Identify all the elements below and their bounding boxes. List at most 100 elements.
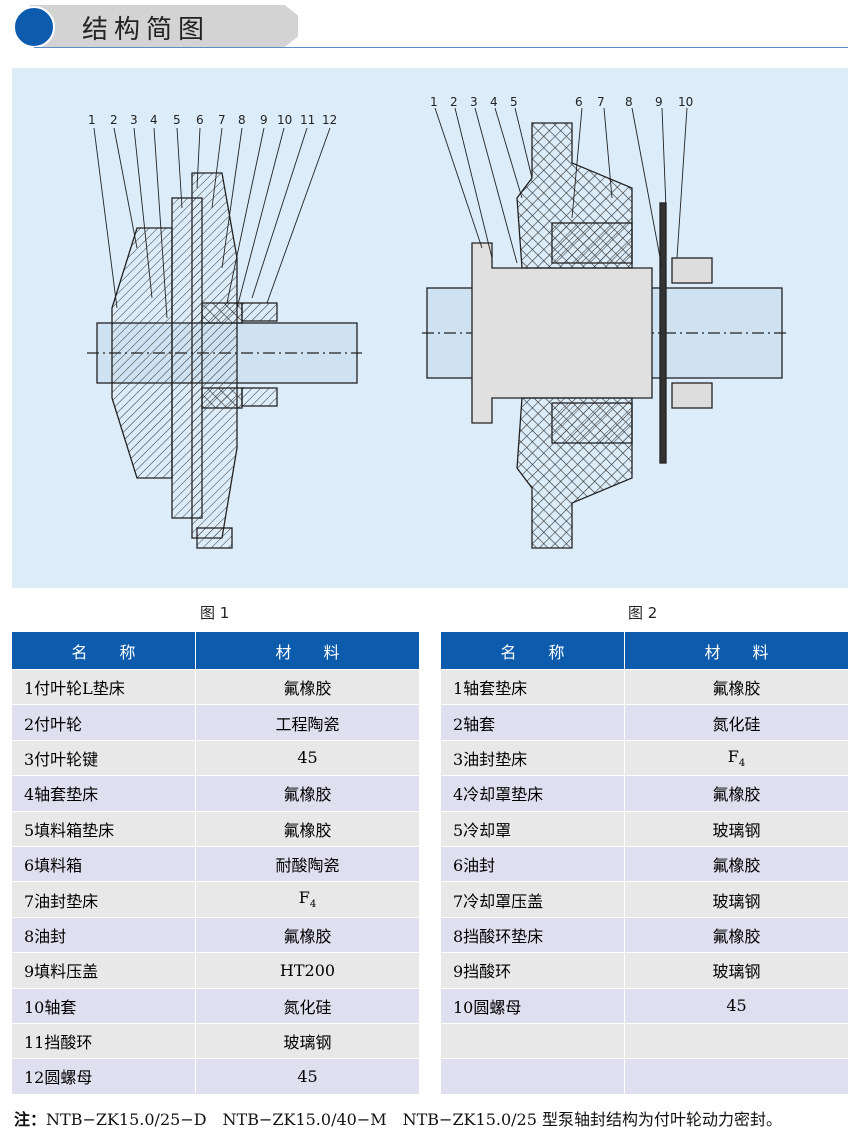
name-cell: 8油封	[12, 916, 196, 953]
column-header-name: 名 称	[12, 632, 196, 670]
material-cell: 玻璃钢	[624, 952, 848, 989]
name-cell: 1轴套垫床	[441, 668, 625, 705]
svg-text:7: 7	[597, 95, 605, 109]
name-cell: 10圆螺母	[441, 987, 625, 1024]
figure2-caption: 图 2	[628, 604, 658, 622]
material-cell: 氮化硅	[624, 704, 848, 741]
section-title: 结构简图	[82, 15, 211, 45]
svg-text:2: 2	[450, 95, 458, 109]
figure2-leader-lines	[434, 107, 688, 269]
name-cell: 11挡酸环	[12, 1022, 196, 1059]
table-row	[441, 1022, 848, 1059]
material-cell: 氟橡胶	[624, 668, 848, 705]
header-band	[30, 5, 298, 47]
material-cell: 玻璃钢	[195, 1022, 419, 1059]
table-row: 10轴套氮化硅	[12, 987, 419, 1024]
name-cell: 3油封垫床	[441, 739, 625, 776]
note-text: NTB−ZK15.0/25−D NTB−ZK15.0/40−M NTB−ZK15…	[46, 1110, 782, 1129]
svg-text:4: 4	[490, 95, 498, 109]
note-prefix: 注：	[14, 1110, 47, 1129]
svg-text:1: 1	[430, 95, 438, 109]
svg-text:9: 9	[260, 113, 268, 127]
svg-text:3: 3	[470, 95, 478, 109]
svg-text:2: 2	[110, 113, 118, 127]
table-row: 2轴套氮化硅	[441, 704, 848, 741]
column-header-material: 材 料	[195, 632, 419, 670]
table-row: 8油封氟橡胶	[12, 916, 419, 953]
table-row: 7冷却罩压盖玻璃钢	[441, 881, 848, 918]
name-cell: 3付叶轮键	[12, 739, 196, 776]
table-row: 9挡酸环玻璃钢	[441, 952, 848, 989]
name-cell: 2付叶轮	[12, 704, 196, 741]
name-cell: 9填料压盖	[12, 952, 196, 989]
material-cell: 耐酸陶瓷	[195, 845, 419, 882]
svg-text:10: 10	[277, 113, 292, 127]
figure2-drawing	[422, 107, 787, 549]
table-row: 11挡酸环玻璃钢	[12, 1022, 419, 1059]
table-row: 5填料箱垫床氟橡胶	[12, 810, 419, 847]
figure1-leader-lines	[93, 127, 331, 319]
svg-text:10: 10	[678, 95, 693, 109]
name-cell: 1付叶轮L垫床	[12, 668, 196, 705]
material-cell: 氟橡胶	[195, 916, 419, 953]
name-cell: 4冷却罩垫床	[441, 775, 625, 812]
table-row: 1轴套垫床氟橡胶	[441, 668, 848, 705]
material-cell: 45	[195, 1058, 419, 1094]
name-cell: 6油封	[441, 845, 625, 882]
name-cell: 7冷却罩压盖	[441, 881, 625, 918]
svg-text:8: 8	[625, 95, 633, 109]
figure1-caption: 图 1	[200, 604, 230, 622]
name-cell: 12圆螺母	[12, 1058, 196, 1094]
name-cell: 8挡酸环垫床	[441, 916, 625, 953]
svg-text:6: 6	[575, 95, 583, 109]
name-cell: 5冷却罩	[441, 810, 625, 847]
table-row: 6油封氟橡胶	[441, 845, 848, 882]
table-row: 1付叶轮L垫床氟橡胶	[12, 668, 419, 705]
material-cell: 工程陶瓷	[195, 704, 419, 741]
svg-text:5: 5	[173, 113, 181, 127]
material-cell: F4	[195, 881, 419, 918]
name-cell: 9挡酸环	[441, 952, 625, 989]
table-row: 8挡酸环垫床氟橡胶	[441, 916, 848, 953]
header-divider	[34, 47, 848, 48]
figure1-drawing	[87, 127, 362, 549]
name-cell: 10轴套	[12, 987, 196, 1024]
svg-text:8: 8	[238, 113, 246, 127]
column-header-material: 材 料	[624, 632, 848, 670]
name-cell: 6填料箱	[12, 845, 196, 882]
name-cell	[441, 1022, 625, 1059]
name-cell: 5填料箱垫床	[12, 810, 196, 847]
material-cell: 玻璃钢	[624, 810, 848, 847]
material-cell: 氟橡胶	[195, 775, 419, 812]
footnote: 注：NTB−ZK15.0/25−D NTB−ZK15.0/40−M NTB−ZK…	[14, 1106, 782, 1130]
table-row: 5冷却罩玻璃钢	[441, 810, 848, 847]
svg-text:7: 7	[218, 113, 226, 127]
table-row: 2付叶轮工程陶瓷	[12, 704, 419, 741]
svg-text:1: 1	[88, 113, 96, 127]
material-cell: 玻璃钢	[624, 881, 848, 918]
name-cell: 2轴套	[441, 704, 625, 741]
material-cell: 氮化硅	[195, 987, 419, 1024]
name-cell	[441, 1058, 625, 1094]
table-row: 6填料箱耐酸陶瓷	[12, 845, 419, 882]
svg-text:5: 5	[510, 95, 518, 109]
svg-text:9: 9	[655, 95, 663, 109]
material-cell: 45	[624, 987, 848, 1024]
material-cell: 氟橡胶	[624, 845, 848, 882]
column-header-name: 名 称	[441, 632, 625, 670]
material-cell: 氟橡胶	[624, 916, 848, 953]
table-row: 4冷却罩垫床氟橡胶	[441, 775, 848, 812]
svg-text:4: 4	[150, 113, 158, 127]
material-cell	[624, 1022, 848, 1059]
